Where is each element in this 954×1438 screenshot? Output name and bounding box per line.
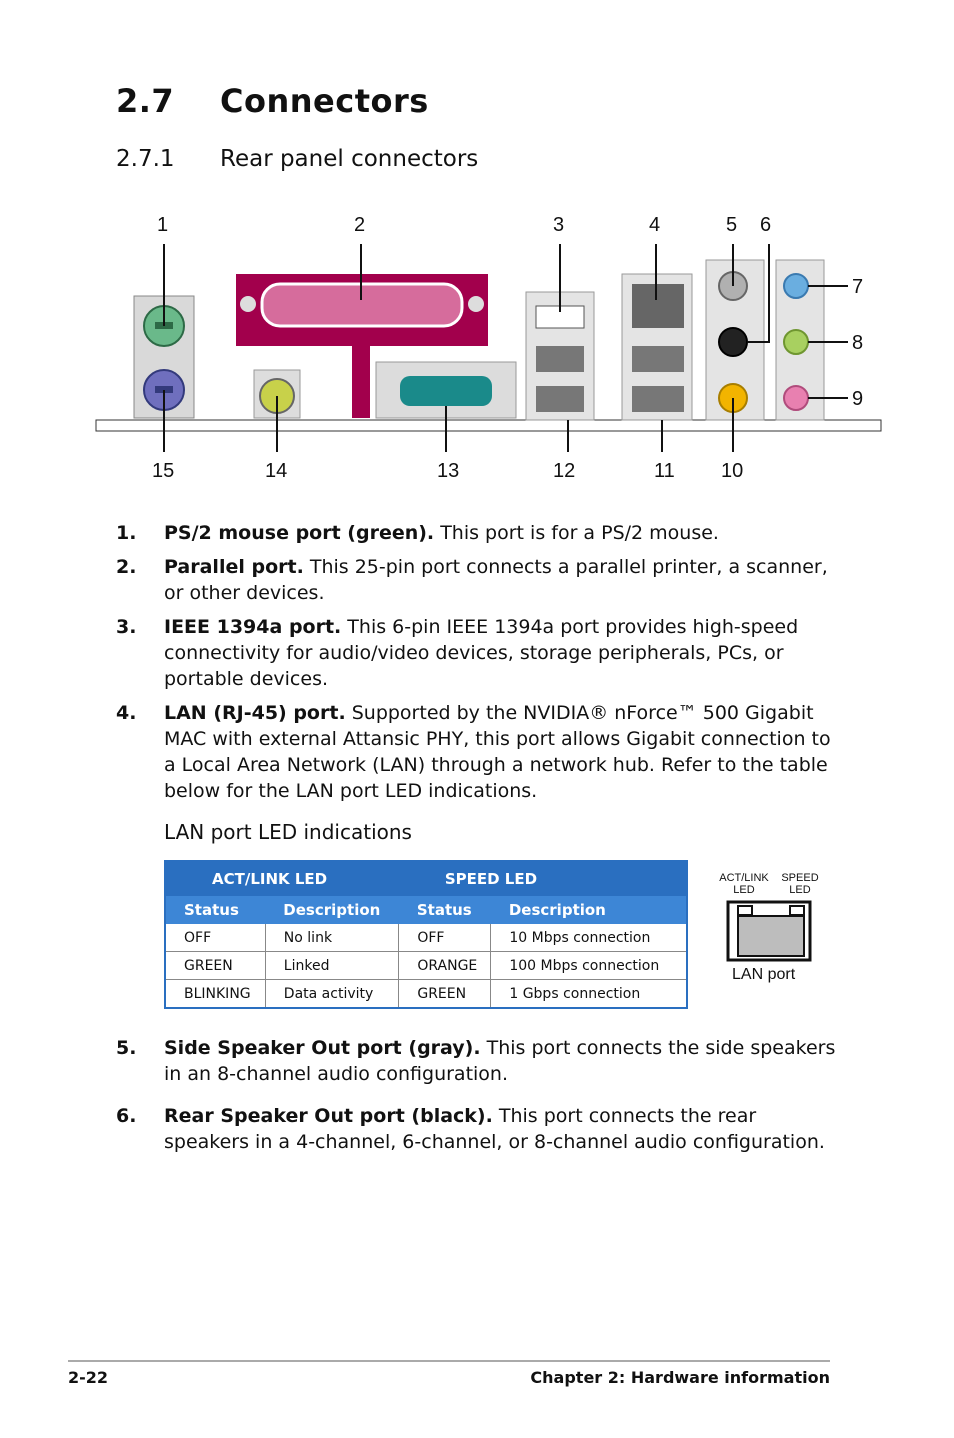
table-row: BLINKING Data activity GREEN 1 Gbps conn… <box>165 979 687 1008</box>
callout-6: 6 <box>760 214 772 236</box>
led-indications-table: ACT/LINK LED SPEED LED Status Descriptio… <box>164 860 688 1009</box>
callout-5: 5 <box>726 214 738 236</box>
callout-9: 9 <box>852 388 864 410</box>
act-link-label: ACT/LINK LED <box>719 872 769 896</box>
table-row: OFF No link OFF 10 Mbps connection <box>165 924 687 952</box>
list-item: 5.Side Speaker Out port (gray). This por… <box>116 1037 836 1085</box>
callout-8: 8 <box>852 332 864 354</box>
speed-label: SPEED LED <box>781 872 819 896</box>
parallel-port <box>236 274 488 418</box>
callout-4: 4 <box>649 214 661 236</box>
column-header: Status <box>398 896 491 924</box>
callout-11: 11 <box>654 460 675 482</box>
list-item: 2.Parallel port. This 25-pin port connec… <box>116 556 828 604</box>
column-header: Description <box>265 896 399 924</box>
callout-7: 7 <box>852 276 864 298</box>
table-row: GREEN Linked ORANGE 100 Mbps connection <box>165 951 687 980</box>
list-item: 1.PS/2 mouse port (green). This port is … <box>116 522 719 544</box>
column-header: Status <box>165 896 266 924</box>
audio-jacks-right <box>775 259 825 421</box>
panel-baseline <box>95 419 882 432</box>
lan-port-label: LAN port <box>732 966 796 983</box>
callout-leaders <box>163 244 848 452</box>
audio-jacks-left <box>705 259 765 421</box>
subsection-heading: 2.7.1 Rear panel connectors <box>116 146 478 172</box>
list-item: 4.LAN (RJ-45) port. Supported by the NVI… <box>116 702 831 802</box>
usb-1394-stack <box>525 291 595 421</box>
footer-divider <box>68 1360 830 1362</box>
callout-12: 12 <box>553 460 576 482</box>
callout-2: 2 <box>354 214 366 236</box>
lan-usb-stack <box>621 273 693 421</box>
act-link-group-header: ACT/LINK LED <box>165 861 399 896</box>
rear-panel-diagram <box>95 244 882 452</box>
callout-1: 1 <box>157 214 169 236</box>
callout-15: 15 <box>152 460 175 482</box>
list-item: 6.Rear Speaker Out port (black). This po… <box>116 1105 825 1153</box>
led-table-caption: LAN port LED indications <box>164 820 412 844</box>
subsection-title: Rear panel connectors <box>220 146 479 172</box>
chapter-title: Chapter 2: Hardware information <box>530 1368 830 1387</box>
connector-list-bottom: 5.Side Speaker Out port (gray). This por… <box>116 1035 836 1155</box>
callout-10: 10 <box>721 460 744 482</box>
connector-list-top: 1.PS/2 mouse port (green). This port is … <box>116 520 836 804</box>
callout-3: 3 <box>553 214 565 236</box>
page-number: 2-22 <box>68 1368 109 1387</box>
section-heading: 2.7 Connectors <box>116 82 429 120</box>
callout-14: 14 <box>265 460 288 482</box>
subsection-number: 2.7.1 <box>116 146 175 172</box>
column-header: Description <box>490 896 687 924</box>
section-title: Connectors <box>220 82 429 120</box>
speed-group-header: SPEED LED <box>398 861 687 896</box>
callout-13: 13 <box>437 460 460 482</box>
lan-port-icon <box>726 900 812 962</box>
section-number: 2.7 <box>116 82 175 120</box>
list-item: 3.IEEE 1394a port. This 6-pin IEEE 1394a… <box>116 616 799 690</box>
